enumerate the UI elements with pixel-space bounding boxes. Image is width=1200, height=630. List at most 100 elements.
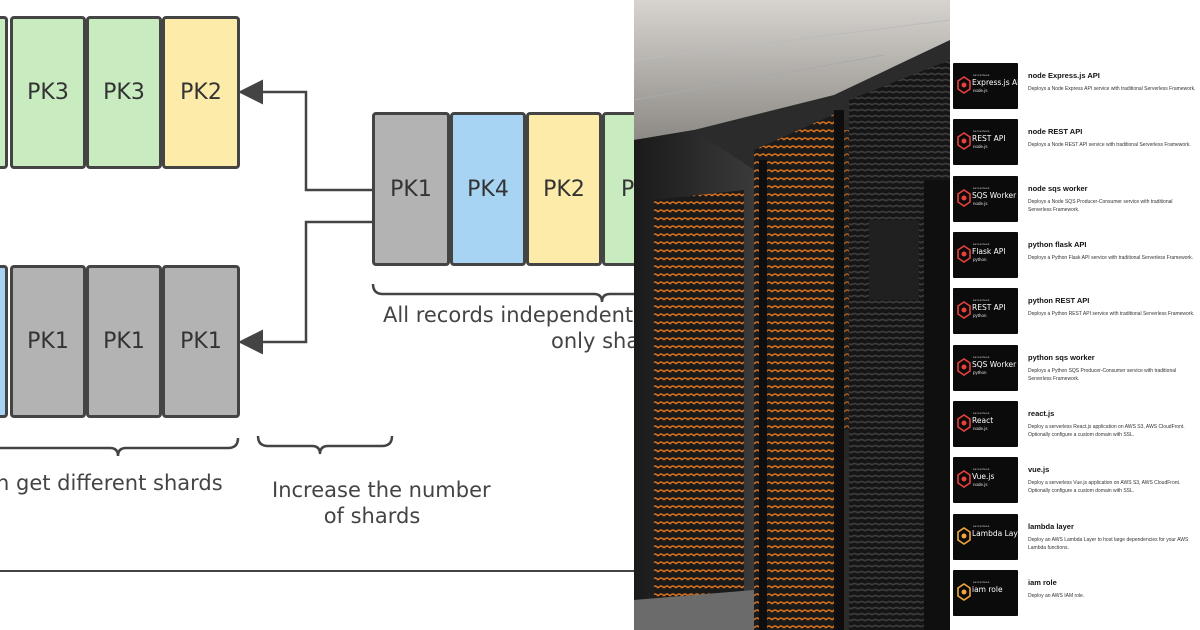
serverless-brand: serverless xyxy=(973,580,990,584)
template-title[interactable]: lambda layer xyxy=(1028,522,1074,531)
server-rack-image xyxy=(634,0,950,630)
serverless-brand: serverless xyxy=(973,242,990,246)
record-cell: P xyxy=(602,112,634,266)
thumbnail-name: Vue.js xyxy=(972,472,995,481)
template-description: Deploys a Node REST API service with tra… xyxy=(1028,142,1191,148)
thumbnail-runtime: node.js xyxy=(973,482,988,487)
serverless-brand: serverless xyxy=(973,467,990,471)
diagram-connectors xyxy=(0,79,634,572)
thumbnail-name: iam role xyxy=(972,585,1003,594)
thumbnail-runtime: node.js xyxy=(973,88,988,93)
caption-records-2: only sha xyxy=(551,329,634,353)
template-title[interactable]: react.js xyxy=(1028,409,1055,418)
shard-cell xyxy=(0,16,8,169)
serverless-brand: serverless xyxy=(973,186,990,190)
thumbnail-runtime: python xyxy=(973,370,987,375)
serverless-brand: serverless xyxy=(973,129,990,133)
thumbnail-name: Express.js API xyxy=(972,78,1018,87)
thumbnail-name: Flask API xyxy=(972,247,1006,256)
bracket-right xyxy=(371,283,634,303)
python-icon xyxy=(957,301,971,319)
shard-cell: PK2 xyxy=(162,16,240,169)
template-title[interactable]: python sqs worker xyxy=(1028,353,1095,362)
shard-cell: PK3 xyxy=(10,16,86,169)
thumbnail-name: REST API xyxy=(972,134,1006,143)
template-description: Deploys a Node Express API service with … xyxy=(1028,86,1196,92)
express-icon xyxy=(957,76,971,94)
js-icon xyxy=(957,132,971,150)
template-description: Deploys a Node SQS Producer-Consumer ser… xyxy=(1028,199,1173,213)
sqs-icon xyxy=(957,189,971,207)
thumbnail-name: Lambda Layer xyxy=(972,529,1018,538)
shard-cell: PK1 xyxy=(10,265,86,418)
template-title[interactable]: node sqs worker xyxy=(1028,184,1088,193)
layer-icon xyxy=(957,527,971,545)
template-title[interactable]: iam role xyxy=(1028,578,1057,587)
serverless-brand: serverless xyxy=(973,411,990,415)
server-rack-photo xyxy=(634,0,950,630)
template-description: Deploy a serverless React.js application… xyxy=(1028,424,1185,438)
template-description: Deploys a Python SQS Producer-Consumer s… xyxy=(1028,368,1177,382)
thumbnail-runtime: python xyxy=(973,313,987,318)
caption-increase-line1: Increase the number xyxy=(272,478,491,502)
sqs-icon xyxy=(957,358,971,376)
serverless-brand: serverless xyxy=(973,73,990,77)
thumbnail-name: SQS Worker xyxy=(972,360,1017,369)
record-cell: PK4 xyxy=(450,112,526,266)
react-icon xyxy=(957,414,971,432)
template-title[interactable]: python flask API xyxy=(1028,240,1087,249)
template-title[interactable]: vue.js xyxy=(1028,465,1050,474)
thumbnail-runtime: node.js xyxy=(973,201,988,206)
template-description: Deploy an AWS IAM role. xyxy=(1028,593,1085,599)
bracket-mid xyxy=(256,435,394,455)
thumbnail-runtime: node.js xyxy=(973,144,988,149)
bracket-left xyxy=(0,437,240,457)
template-title[interactable]: node Express.js API xyxy=(1028,71,1100,80)
caption-increase-line2: of shards xyxy=(323,504,421,528)
shard-diagram: PK3 PK3 PK2 PK1 PK1 PK1 PK1 PK4 PK2 P Al… xyxy=(0,16,634,572)
shard-cell: PK3 xyxy=(86,16,162,169)
serverless-brand: serverless xyxy=(973,355,990,359)
record-cell: PK2 xyxy=(526,112,602,266)
serverless-brand: serverless xyxy=(973,524,990,528)
thumbnail-name: REST API xyxy=(972,303,1006,312)
thumbnail-runtime: node.js xyxy=(973,426,988,431)
vue-icon xyxy=(957,470,971,488)
shard-cell: PK1 xyxy=(86,265,162,418)
caption-increase-shards: Increase the number of shards xyxy=(272,477,491,529)
caption-records: All records independent o xyxy=(383,303,634,327)
thumbnail-name: React xyxy=(972,416,994,425)
flask-icon xyxy=(957,245,971,263)
caption-different-shards: n get different shards xyxy=(0,471,223,495)
serverless-brand: serverless xyxy=(973,298,990,302)
thumbnail-name: SQS Worker xyxy=(972,191,1017,200)
template-title[interactable]: node REST API xyxy=(1028,127,1083,136)
template-description: Deploy a serverless Vue.js application o… xyxy=(1028,480,1181,494)
template-description: Deploys a Python REST API service with t… xyxy=(1028,311,1195,317)
template-title[interactable]: python REST API xyxy=(1028,296,1090,305)
arrow-to-top-row xyxy=(238,79,372,192)
shard-cell: PK1 xyxy=(162,265,240,418)
template-description: Deploys a Python Flask API service with … xyxy=(1028,255,1194,261)
